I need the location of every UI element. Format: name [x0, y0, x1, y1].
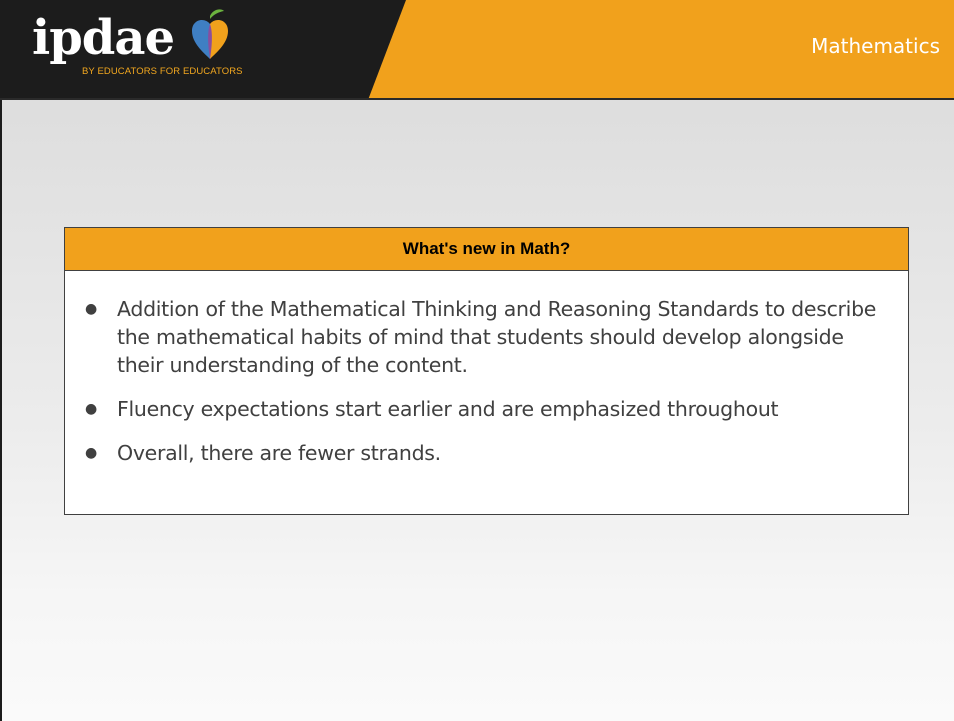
bullet-text: Fluency expectations start earlier and a…	[117, 397, 779, 421]
bullet-dot-icon: ●	[85, 445, 98, 461]
card-header: What's new in Math?	[65, 228, 908, 271]
bullet-text: Overall, there are fewer strands.	[117, 441, 441, 465]
apple-heart-icon	[192, 9, 228, 59]
list-item: ● Fluency expectations start earlier and…	[85, 395, 896, 423]
bullet-list: ● Addition of the Mathematical Thinking …	[65, 271, 908, 467]
list-item: ● Overall, there are fewer strands.	[85, 439, 896, 467]
bullet-dot-icon: ●	[85, 301, 98, 317]
bullet-dot-icon: ●	[85, 401, 98, 417]
card-heading: What's new in Math?	[402, 239, 571, 258]
logo-wordmark: ipdae	[32, 10, 175, 66]
bullet-text: Addition of the Mathematical Thinking an…	[117, 297, 877, 377]
header-accent-band	[340, 0, 954, 100]
logo: ipdae BY EDUCATORS FOR EDUCATORS	[32, 6, 292, 86]
logo-tagline: BY EDUCATORS FOR EDUCATORS	[82, 66, 243, 77]
subject-title: Mathematics	[811, 34, 940, 58]
left-border	[0, 0, 2, 721]
list-item: ● Addition of the Mathematical Thinking …	[85, 295, 896, 379]
content-card: What's new in Math? ● Addition of the Ma…	[64, 227, 909, 515]
